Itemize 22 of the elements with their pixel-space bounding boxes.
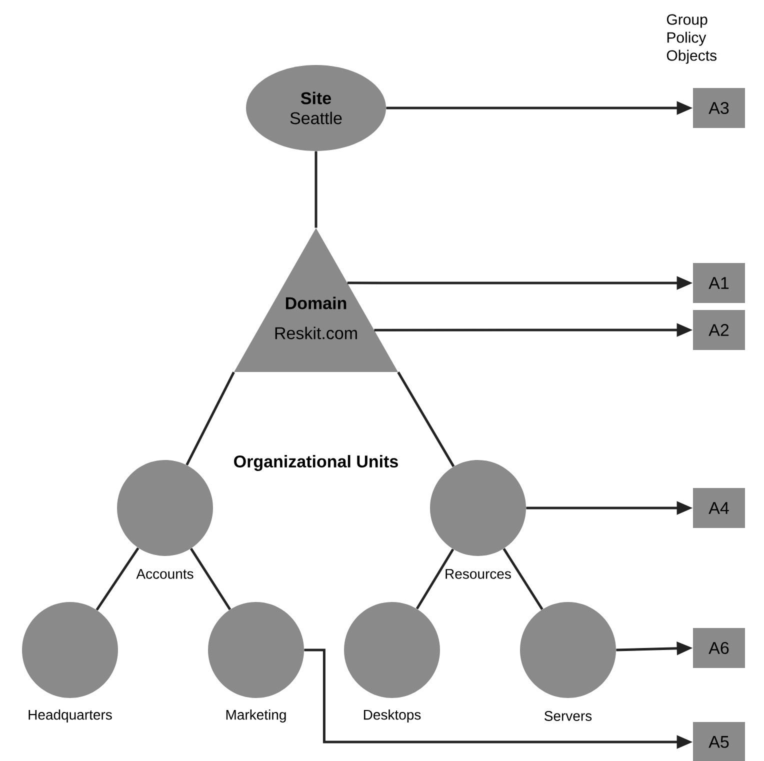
node-label: Desktops	[364, 709, 421, 723]
policy-box: A2	[693, 310, 745, 350]
policy-box: A6	[693, 628, 745, 668]
domain-triangle: Domain Reskit.com	[234, 228, 398, 372]
policy-box: A4	[693, 488, 745, 528]
connector-line	[190, 548, 232, 610]
connector-line	[502, 548, 544, 610]
connector-line	[314, 151, 318, 228]
heading: Group Policy Objects	[666, 14, 716, 64]
policy-box: A1	[693, 263, 745, 303]
connector-line	[397, 372, 455, 468]
node-label: Marketing	[226, 709, 286, 723]
node-label: Resources	[446, 569, 511, 579]
group-label: Organizational Units	[234, 455, 398, 471]
node-label: Servers	[544, 711, 592, 721]
policy-box: A3	[693, 88, 745, 128]
connector-line	[416, 548, 454, 610]
node-label: Accounts	[136, 569, 194, 579]
connector-line	[96, 547, 140, 611]
node-label: Headquarters	[28, 709, 112, 723]
policy-box: A5	[693, 722, 745, 761]
connector-line	[186, 372, 235, 466]
